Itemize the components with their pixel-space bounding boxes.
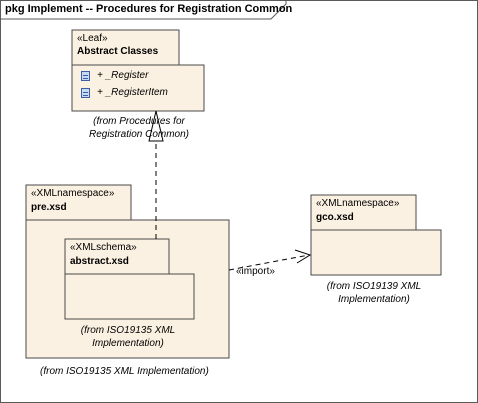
pre-xsd-stereotype: «XMLnamespace»	[31, 188, 115, 199]
abstract-xsd-stereotype: «XMLschema»	[70, 242, 137, 253]
attribute-register-item[interactable]: + _RegisterItem	[97, 87, 168, 98]
abstract-xsd-origin-line2: Implementation)	[92, 338, 164, 349]
class-attribute-icon	[81, 88, 90, 98]
frame-title-tab	[0, 0, 287, 20]
abstract-xsd-package[interactable]	[64, 238, 195, 320]
pre-xsd-name: pre.xsd	[31, 202, 67, 213]
gco-xsd-origin: (from ISO19139 XML Implementation)	[324, 280, 424, 306]
abstract-classes-origin: (from Procedures for Registration Common…	[84, 115, 194, 141]
abstract-classes-name: Abstract Classes	[77, 46, 159, 57]
attribute-register[interactable]: + _Register	[97, 70, 149, 81]
abstract-classes-box[interactable]	[71, 29, 205, 112]
frame-title: pkg Implement -- Procedures for Registra…	[5, 3, 293, 15]
class-attribute-icon	[81, 71, 90, 81]
gco-xsd-origin-line2: Implementation)	[338, 294, 410, 305]
abstract-xsd-name: abstract.xsd	[70, 256, 129, 267]
gco-xsd-package[interactable]	[310, 194, 442, 276]
import-connector[interactable]	[228, 249, 312, 271]
gco-xsd-name: gco.xsd	[316, 212, 354, 223]
realization-connector[interactable]	[148, 110, 164, 239]
gco-xsd-stereotype: «XMLnamespace»	[316, 198, 400, 209]
abstract-classes-stereotype: «Leaf»	[77, 33, 108, 44]
abstract-xsd-origin-line1: (from ISO19135 XML	[80, 325, 176, 336]
import-label: «import»	[236, 266, 275, 277]
abstract-xsd-origin: (from ISO19135 XML Implementation)	[78, 324, 178, 350]
abstract-classes-origin-line2: Registration Common)	[88, 129, 190, 140]
gco-xsd-origin-line1: (from ISO19139 XML	[326, 281, 422, 292]
abstract-classes-origin-line1: (from Procedures for	[93, 116, 185, 127]
pre-xsd-origin: (from ISO19135 XML Implementation)	[40, 366, 209, 377]
